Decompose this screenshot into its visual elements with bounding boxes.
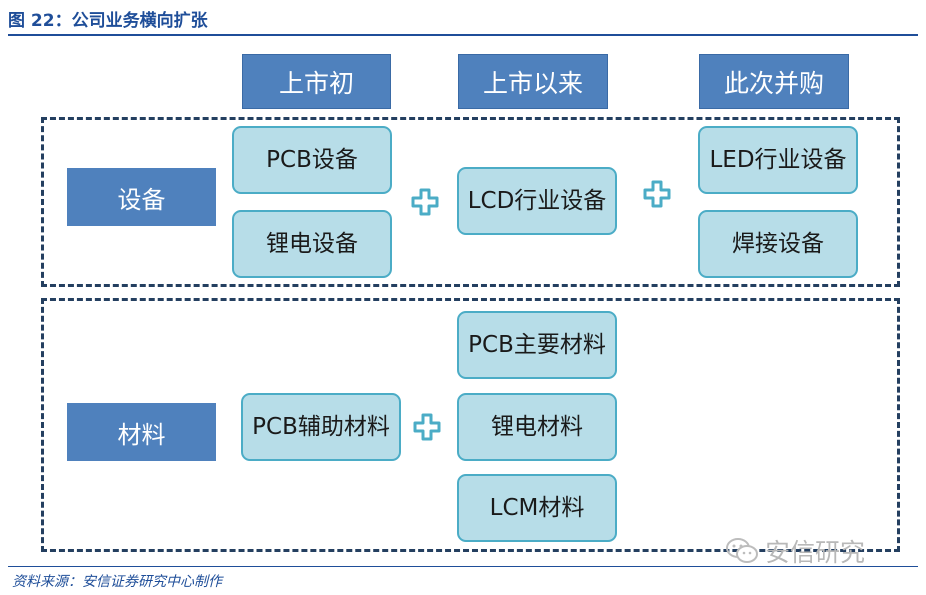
plus-icon	[413, 413, 441, 441]
header-acquisition: 此次并购	[699, 54, 849, 109]
box-pcb-aux-materials: PCB辅助材料	[241, 393, 401, 461]
box-pcb-equipment: PCB设备	[232, 126, 392, 194]
figure-title: 图 22：公司业务横向扩张	[8, 11, 208, 31]
box-pcb-main-materials: PCB主要材料	[457, 311, 617, 379]
header-since-listing: 上市以来	[458, 54, 608, 109]
box-lcm-materials: LCM材料	[457, 474, 617, 542]
source-note: 资料来源：安信证券研究中心制作	[12, 574, 222, 590]
category-materials: 材料	[67, 403, 216, 461]
watermark: 安信研究	[725, 533, 865, 569]
category-equipment: 设备	[67, 168, 216, 226]
plus-icon	[411, 188, 439, 216]
title-rule	[8, 34, 918, 36]
box-welding-equipment: 焊接设备	[698, 210, 858, 278]
box-lithium-materials: 锂电材料	[457, 393, 617, 461]
plus-icon	[643, 180, 671, 208]
box-lcd-equipment: LCD行业设备	[457, 167, 617, 235]
box-lithium-equipment: 锂电设备	[232, 210, 392, 278]
box-led-equipment: LED行业设备	[698, 126, 858, 194]
wechat-icon	[726, 538, 758, 563]
watermark-text: 安信研究	[765, 538, 866, 567]
source-rule	[8, 566, 918, 567]
header-initial: 上市初	[242, 54, 391, 109]
equipment-group-box	[41, 117, 900, 287]
materials-group-box	[41, 298, 900, 552]
